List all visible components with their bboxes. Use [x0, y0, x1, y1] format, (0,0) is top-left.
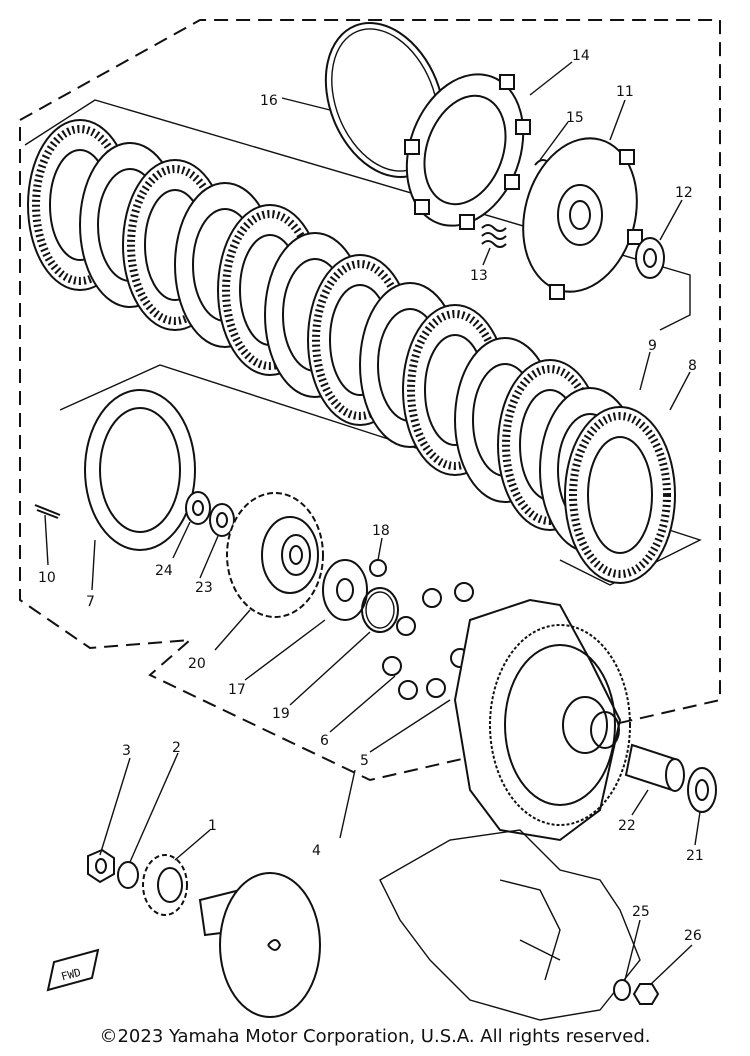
- part-label-24: 24: [155, 563, 173, 579]
- washer-23: [209, 503, 235, 537]
- plate-group-frame: [24, 99, 691, 331]
- part-label-17: 17: [228, 682, 246, 698]
- crankcase: [379, 829, 641, 1021]
- clutch-housing-5: [453, 598, 631, 842]
- part-label-3: 3: [122, 743, 131, 759]
- part-label-15: 15: [566, 110, 584, 126]
- part-label-11: 11: [616, 84, 634, 100]
- bearing-12: [635, 237, 665, 279]
- part-label-10: 10: [38, 570, 56, 586]
- pin-10: [34, 504, 61, 519]
- part-labels: 16 14 15 11 12 13 9 8 10 7 24 23 18 20 1…: [38, 48, 704, 944]
- part-label-25: 25: [632, 904, 650, 920]
- fwd-arrow-icon: FWD: [46, 948, 100, 992]
- part-label-19: 19: [272, 706, 290, 722]
- gear-1: [142, 854, 188, 916]
- pressure-plate-14: [404, 73, 531, 230]
- lower-group-frame: [59, 364, 702, 586]
- part-label-6: 6: [320, 733, 329, 749]
- part-label-16: 16: [260, 93, 278, 109]
- part-label-18: 18: [372, 523, 390, 539]
- balls-6: [382, 582, 474, 700]
- friction-plate-8: [564, 406, 676, 584]
- assembly-boundary: [19, 19, 721, 782]
- bearing-24: [185, 491, 211, 525]
- bolt-26: [632, 983, 660, 1005]
- plate-11: [522, 137, 643, 300]
- part-label-23: 23: [195, 580, 213, 596]
- fwd-label: FWD: [60, 966, 83, 984]
- collar-18: [369, 559, 387, 577]
- part-label-21: 21: [686, 848, 704, 864]
- part-label-14: 14: [572, 48, 590, 64]
- plate-7: [84, 389, 196, 551]
- part-label-13: 13: [470, 268, 488, 284]
- nut-3: [87, 848, 115, 884]
- part-label-12: 12: [675, 185, 693, 201]
- part-label-20: 20: [188, 656, 206, 672]
- gear-20: [226, 492, 324, 618]
- crankshaft: [198, 872, 321, 1018]
- washer-21: [687, 767, 717, 813]
- part-label-26: 26: [684, 928, 702, 944]
- clutch-plate-stack: [27, 119, 676, 584]
- part-label-2: 2: [172, 740, 181, 756]
- part-label-8: 8: [688, 358, 697, 374]
- washer-25: [613, 979, 631, 1001]
- ring-19: [361, 587, 399, 633]
- washer-2: [117, 861, 139, 889]
- part-label-22: 22: [618, 818, 636, 834]
- hub-17: [322, 559, 368, 621]
- spacer-22: [624, 743, 685, 792]
- part-label-9: 9: [648, 338, 657, 354]
- copyright-notice: ©2023 Yamaha Motor Corporation, U.S.A. A…: [99, 1026, 651, 1047]
- part-label-1: 1: [208, 818, 217, 834]
- spring-13: [481, 224, 507, 248]
- part-label-4: 4: [312, 843, 321, 859]
- leader-lines: [44, 61, 701, 986]
- part-label-5: 5: [360, 753, 369, 769]
- part-label-7: 7: [86, 594, 95, 610]
